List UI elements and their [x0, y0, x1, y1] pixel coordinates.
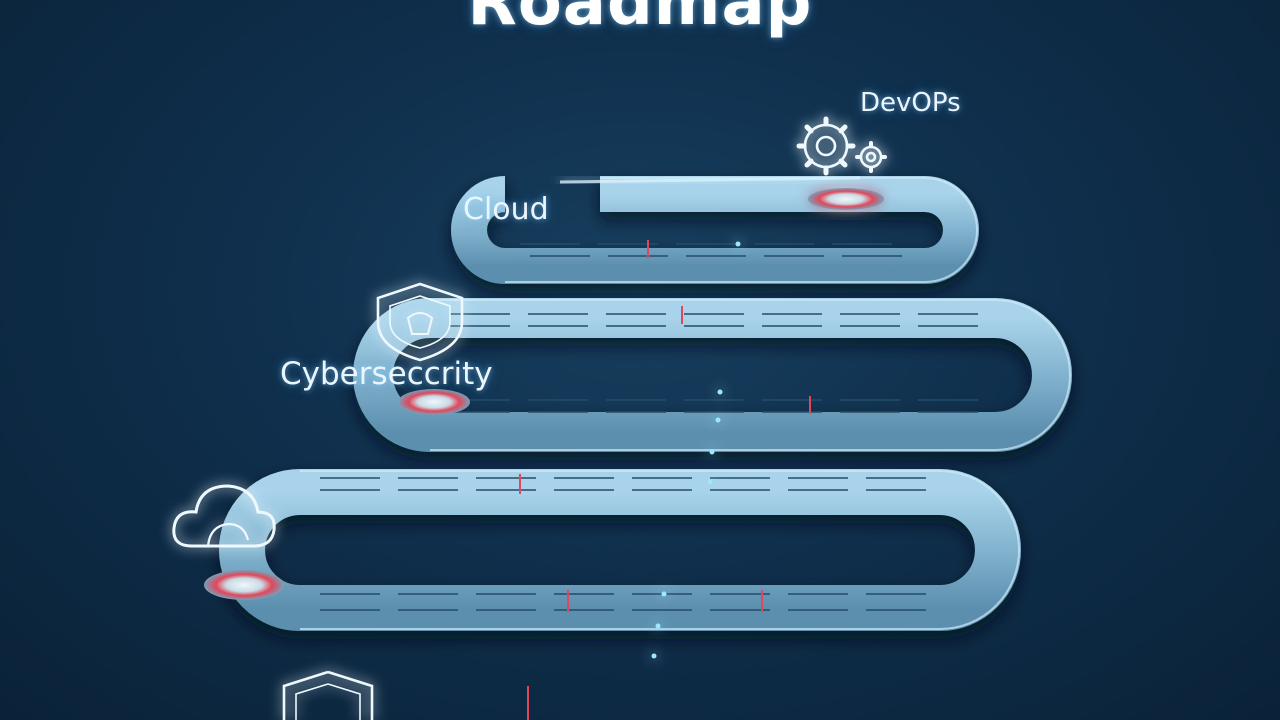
road-ribbon: [219, 469, 1021, 631]
milestone-markers: [204, 188, 884, 600]
milestone-marker: [398, 389, 470, 415]
road-ticks: [519, 240, 811, 720]
milestone-label-cybersecurity: Cyberseccrity: [280, 356, 493, 392]
milestone-label-devops: DevOPs: [860, 88, 961, 118]
milestone-marker: [808, 188, 884, 210]
shield-icon: [282, 670, 374, 720]
milestone-label-cloud: Cloud: [463, 192, 549, 227]
page-title: Roadmap: [467, 0, 813, 40]
center-lights: [651, 241, 741, 659]
cloud-icon: [172, 484, 276, 548]
shield-icon: [376, 282, 464, 362]
road-edges: [300, 177, 1071, 630]
milestone-marker: [204, 570, 284, 600]
light-streak: [559, 176, 861, 184]
road-ribbon: [451, 176, 979, 284]
serpentine-road: [219, 176, 1072, 720]
lane-dashes: [320, 243, 990, 611]
gears-icon: [796, 116, 887, 176]
